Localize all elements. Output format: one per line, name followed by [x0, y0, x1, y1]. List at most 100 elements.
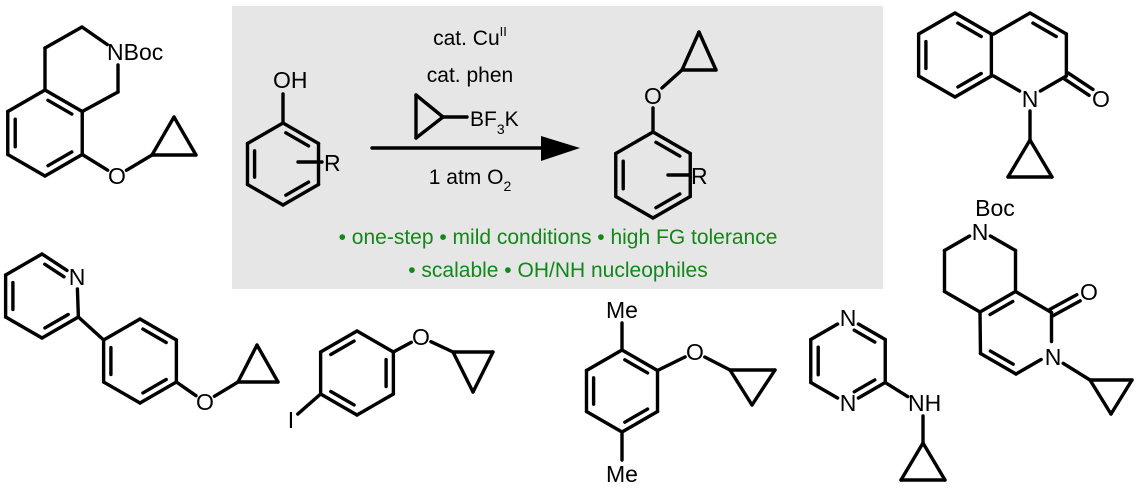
- aromatic-inner-bond: [46, 98, 74, 116]
- aromatic-inner-bond: [988, 299, 1015, 317]
- ring-bond: [953, 11, 994, 36]
- double-bond: [1051, 299, 1082, 318]
- ring-bond: [318, 329, 359, 354]
- ring-bond: [3, 252, 44, 277]
- ring-bond: [281, 121, 321, 146]
- ring-bond: [988, 234, 1018, 253]
- bond: [703, 355, 732, 372]
- ring-bond: [318, 392, 359, 417]
- ring-bond: [991, 74, 1022, 93]
- bond: [212, 380, 240, 398]
- ring-bond: [942, 289, 982, 314]
- ring-bond: [916, 74, 957, 99]
- ring-bond: [1038, 74, 1069, 93]
- dimethyl-me-bottom-label: Me: [606, 461, 638, 487]
- cyclopropyl-bond: [414, 115, 445, 140]
- advantages-line-2: • scalable • OH/NH nucleophiles: [408, 259, 708, 282]
- ring-bond: [138, 317, 179, 342]
- cyclopropyl-bond: [255, 343, 280, 384]
- ring-bond: [6, 152, 47, 178]
- ring-bond: [651, 130, 692, 156]
- ring-bond: [101, 380, 142, 405]
- naphthyridinone-o-label: O: [1080, 279, 1098, 305]
- reagent-text: BF3K: [470, 108, 519, 137]
- ring-bond: [651, 194, 692, 220]
- quinolinone-n-label: N: [1022, 86, 1039, 112]
- naphthyridinone-amide-n-label: N: [1045, 344, 1062, 370]
- catalyst-text: cat. CuII: [433, 24, 507, 50]
- iodo-i-label: I: [288, 407, 294, 433]
- pyridylphenyl-o-label: O: [196, 389, 214, 415]
- aromatic-inner-bond: [43, 262, 66, 279]
- aromatic-inner-bond: [284, 180, 311, 197]
- bond: [80, 90, 120, 114]
- bond: [80, 152, 110, 172]
- reactant-oh-label: OH: [273, 67, 308, 93]
- aromatic-inner-bond: [852, 378, 877, 394]
- aromatic-inner-bond: [956, 21, 983, 39]
- bond: [124, 153, 154, 173]
- double-bond: [1066, 71, 1095, 92]
- bond: [76, 315, 106, 342]
- aromatic-inner-bond: [852, 328, 877, 344]
- pyrazine-n1-label: N: [840, 305, 857, 331]
- naphthyridinone-ring-n-label: N: [972, 219, 989, 245]
- ring-bond: [101, 317, 142, 342]
- ring-bond: [3, 315, 44, 340]
- ring-bond: [916, 11, 957, 36]
- reactant-r-label: R: [324, 150, 341, 176]
- cyclopropyl-bond: [680, 30, 701, 72]
- ring-bond: [281, 182, 321, 207]
- aromatic-inner-bond: [623, 358, 650, 375]
- ring-bond: [1014, 357, 1043, 376]
- ligand-text: cat. phen: [427, 64, 513, 87]
- double-bond: [1062, 77, 1091, 97]
- bond: [883, 380, 910, 399]
- aromatic-inner-bond: [1031, 21, 1058, 39]
- ring-bond: [942, 234, 972, 253]
- thiq-nboc-label: NBoc: [107, 39, 163, 65]
- product-o-label: O: [644, 83, 662, 109]
- pyrazine-nh-label: NH: [908, 390, 941, 416]
- ring-bond: [6, 88, 47, 114]
- ring-bond: [809, 380, 840, 400]
- ring-bond: [355, 329, 396, 354]
- product-r-label: R: [691, 163, 708, 189]
- ring-bond: [953, 74, 994, 99]
- bond: [296, 392, 323, 416]
- ring-bond: [355, 392, 396, 417]
- aromatic-inner-bond: [623, 407, 650, 424]
- cyclopropyl-bond: [697, 30, 718, 72]
- aromatic-inner-bond: [329, 389, 356, 407]
- bond: [429, 339, 455, 354]
- ring-bond: [1028, 11, 1069, 36]
- aromatic-inner-bond: [956, 71, 983, 89]
- cyclopropyl-bond: [150, 115, 176, 157]
- ring-bond: [856, 380, 887, 400]
- thiq-o-label: O: [108, 163, 126, 189]
- ring-bond: [75, 287, 81, 319]
- aromatic-inner-bond: [284, 131, 311, 148]
- aromatic-inner-bond: [329, 339, 356, 357]
- ring-bond: [43, 152, 84, 178]
- naphthyridinone-boc-label: Boc: [975, 195, 1015, 221]
- pyrazine-n4-label: N: [840, 390, 857, 416]
- cyclopropyl-bond: [414, 93, 445, 119]
- cyclopropyl-bond: [1088, 378, 1113, 416]
- aromatic-inner-bond: [46, 150, 74, 168]
- cyclopropyl-bond: [1006, 138, 1032, 179]
- aromatic-inner-bond: [141, 377, 168, 395]
- cyclopropyl-bond: [236, 343, 259, 384]
- cyclopropyl-bond: [471, 350, 495, 394]
- cyclopropyl-bond: [921, 441, 947, 482]
- bond: [174, 380, 198, 398]
- cyclopropyl-bond: [1028, 138, 1054, 179]
- bond: [391, 340, 414, 354]
- advantages-line-1: • one-step • mild conditions • high FG t…: [339, 226, 778, 249]
- ring-bond: [614, 194, 655, 220]
- pyridine-n-label: N: [69, 264, 86, 290]
- ring-bond: [620, 348, 660, 373]
- ring-bond: [43, 88, 84, 114]
- ring-bond: [245, 182, 285, 207]
